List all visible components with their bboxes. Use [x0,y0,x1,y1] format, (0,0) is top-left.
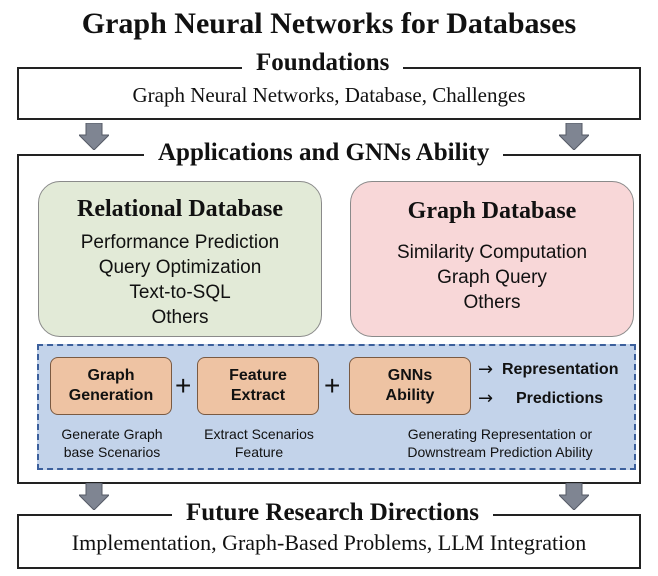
step-line: Extract [230,387,286,404]
graph-generation-caption: Generate Graph base Scenarios [48,425,176,461]
graph-item: Others [463,292,521,313]
graph-generation-step: Graph Generation [50,357,172,415]
output-predictions: Predictions [516,390,604,407]
applications-label: Applications and GNNs Ability [144,138,504,168]
caption-line: Downstream Prediction Ability [407,444,593,460]
relational-item: Query Optimization [98,257,262,278]
relational-item: Performance Prediction [80,232,280,253]
down-arrow-icon [559,123,589,150]
graph-item: Similarity Computation [396,242,588,263]
foundations-body: Graph Neural Networks, Database, Challen… [132,83,526,107]
down-arrow-icon [559,483,589,510]
down-arrow-icon [79,483,109,510]
step-line: Graph [87,367,135,384]
caption-line: Generating Representation or [407,426,593,442]
gnns-ability-step: GNNs Ability [349,357,471,415]
caption-line: Generate Graph [61,426,163,442]
relational-database-title: Relational Database [77,196,283,222]
feature-extract-caption: Extract Scenarios Feature [190,425,328,461]
graph-item: Graph Query [437,267,547,288]
step-line: Ability [385,387,435,404]
graph-database-card: Graph Database Similarity Computation Gr… [350,181,634,337]
down-arrow-icon [79,123,109,150]
caption-line: Feature [234,444,284,460]
graph-database-title: Graph Database [407,198,577,224]
future-directions-box: Implementation, Graph-Based Problems, LL… [17,514,641,569]
relational-item: Others [151,307,209,328]
plus-sign: + [175,370,192,401]
page-title: Graph Neural Networks for Databases [81,7,577,40]
caption-line: Extract Scenarios [204,426,314,442]
relational-database-card: Relational Database Performance Predicti… [38,181,322,337]
feature-extract-step: Feature Extract [197,357,319,415]
plus-sign: + [324,370,341,401]
caption-line: base Scenarios [63,444,161,460]
gnns-ability-caption: Generating Representation or Downstream … [382,425,618,461]
step-line: Feature [229,367,287,384]
step-line: Generation [68,387,154,404]
relational-item: Text-to-SQL [129,282,231,303]
step-line: GNNs [387,367,433,384]
right-arrow-icon: → [478,388,494,409]
right-arrow-icon: → [478,359,494,380]
future-directions-label: Future Research Directions [172,498,494,528]
output-representation: Representation [502,361,619,378]
future-directions-body: Implementation, Graph-Based Problems, LL… [71,530,587,555]
foundations-label: Foundations [242,48,404,78]
